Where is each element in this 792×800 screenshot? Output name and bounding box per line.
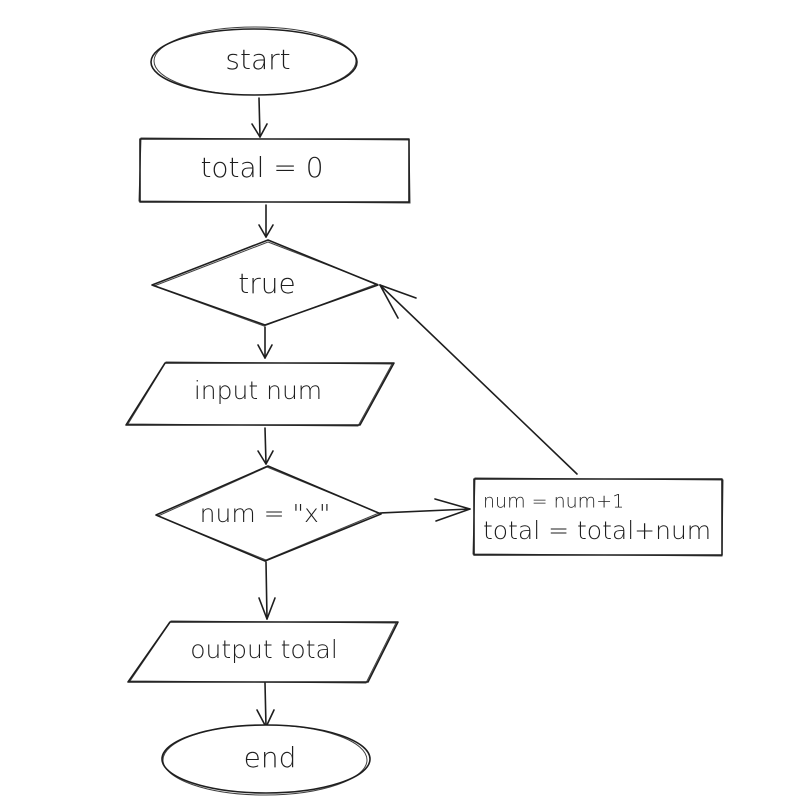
node-end-label: end [244,741,297,774]
edge-init-to-loop [258,204,274,238]
node-check: num = "x" [155,465,382,562]
node-update-line-2: total = total+num [483,516,711,545]
node-update: num = num+1 total = total+num [472,477,724,557]
edge-check-to-output [258,561,276,620]
node-start: start [150,26,358,96]
update-rect [473,478,723,556]
edge-start-to-init [251,97,268,138]
node-input: input num [125,361,395,427]
edge-loop-to-input [257,326,273,359]
edge-output-to-end [256,682,275,728]
node-input-label: input num [194,376,322,405]
node-output-label: output total [190,635,338,664]
node-loop-label: true [238,267,295,300]
edge-update-to-loop [379,284,578,475]
edges [251,97,578,728]
edge-input-to-check [257,427,274,465]
node-start-label: start [225,43,290,76]
node-init: total = 0 [138,137,411,204]
node-update-line-1: num = num+1 [483,491,624,513]
node-end: end [161,724,371,796]
node-output: output total [127,620,399,684]
edge-check-to-update [379,498,471,522]
node-loop: true [151,239,379,327]
node-check-label: num = "x" [200,499,331,528]
node-init-label: total = 0 [200,151,323,184]
